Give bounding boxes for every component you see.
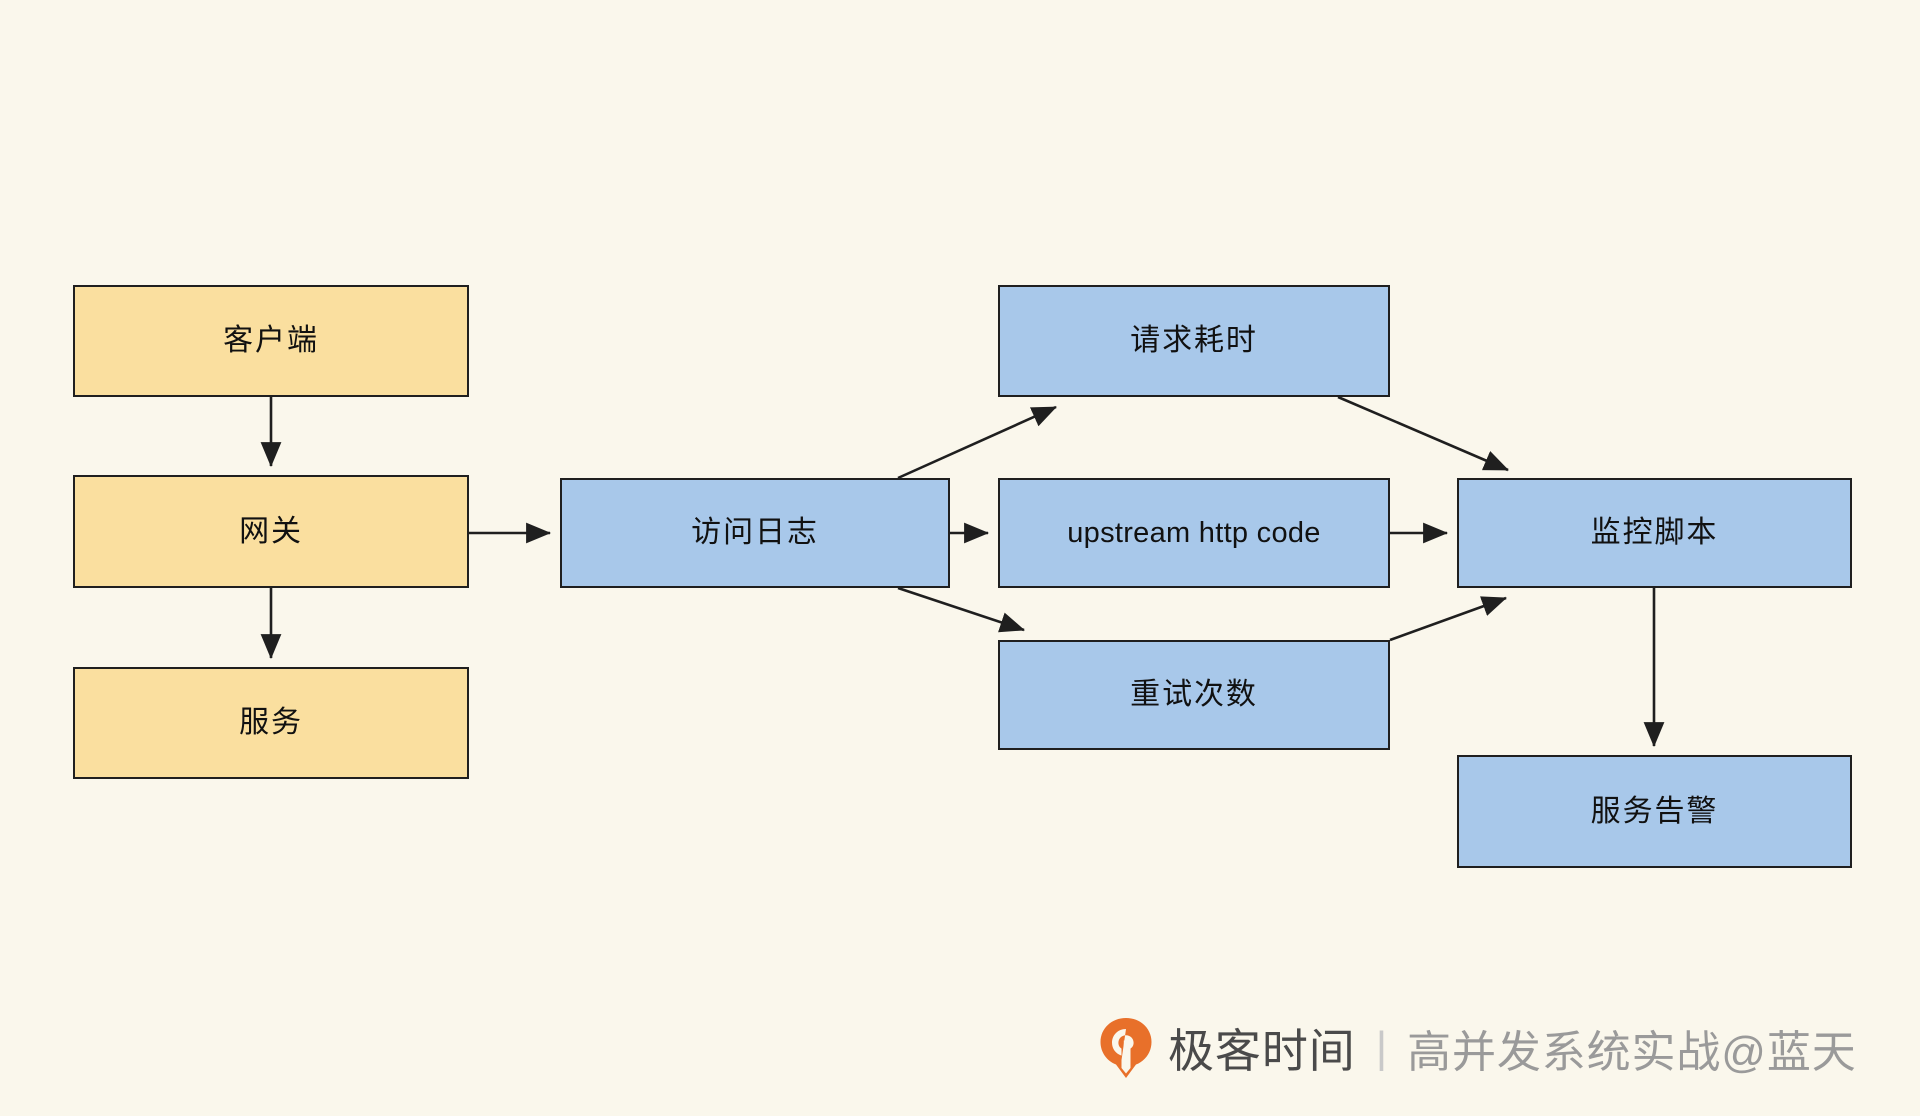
node-label: 客户端 — [223, 324, 319, 357]
node-client[interactable]: 客户端 — [73, 285, 469, 397]
edge-access-log-to-latency — [897, 405, 1057, 480]
node-label: 服务 — [239, 706, 303, 739]
edge-access-log-to-retry — [897, 586, 1025, 633]
node-gateway[interactable]: 网关 — [73, 475, 469, 588]
node-access-log[interactable]: 访问日志 — [560, 478, 950, 588]
node-request-latency[interactable]: 请求耗时 — [998, 285, 1390, 397]
edge-retry-to-monitor — [1389, 596, 1507, 642]
node-retry-count[interactable]: 重试次数 — [998, 640, 1390, 750]
node-label: 服务告警 — [1590, 794, 1719, 828]
node-label: 请求耗时 — [1130, 324, 1258, 357]
geekbang-logo-icon — [1100, 1018, 1152, 1078]
node-upstream-http-code[interactable]: upstream http code — [998, 478, 1390, 588]
watermark-separator: | — [1375, 1023, 1388, 1072]
watermark-subtitle: 高并发系统实战@蓝天 — [1407, 1028, 1857, 1077]
node-label: 重试次数 — [1130, 678, 1258, 711]
node-monitor-script[interactable]: 监控脚本 — [1457, 478, 1852, 588]
node-label: 监控脚本 — [1590, 516, 1719, 549]
watermark-brand: 极客时间 — [1168, 1025, 1356, 1077]
node-label: 网关 — [239, 514, 303, 548]
watermark: 极客时间 | 高并发系统实战@蓝天 — [1098, 1006, 1857, 1090]
edge-latency-to-monitor — [1337, 395, 1509, 472]
node-label: 访问日志 — [691, 516, 819, 549]
node-service-alarm[interactable]: 服务告警 — [1457, 755, 1852, 868]
node-label: upstream http code — [1067, 516, 1321, 549]
node-service[interactable]: 服务 — [73, 667, 469, 779]
